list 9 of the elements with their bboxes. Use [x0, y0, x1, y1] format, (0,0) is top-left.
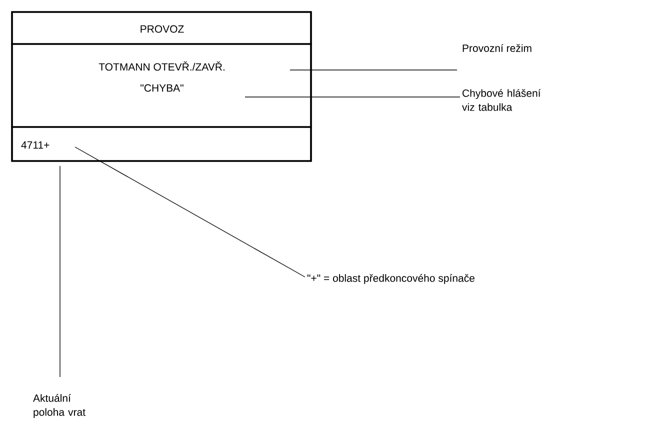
display-row: PROVOZ — [11, 11, 312, 45]
callout-label: Aktuální poloha vrat — [33, 394, 86, 418]
display-row: TOTMANN OTEVŘ./ZAVŘ. "CHYBA" — [11, 43, 312, 128]
display-row: 4711+ — [11, 126, 312, 162]
callout-label: Provozní režim — [462, 44, 532, 52]
leader-line — [244, 96, 460, 98]
callout-label: Chybové hlášení viz tabulka — [462, 89, 541, 111]
callout-label: "+" = oblast předkoncového spínače — [307, 274, 474, 284]
leader-line — [74, 146, 306, 278]
